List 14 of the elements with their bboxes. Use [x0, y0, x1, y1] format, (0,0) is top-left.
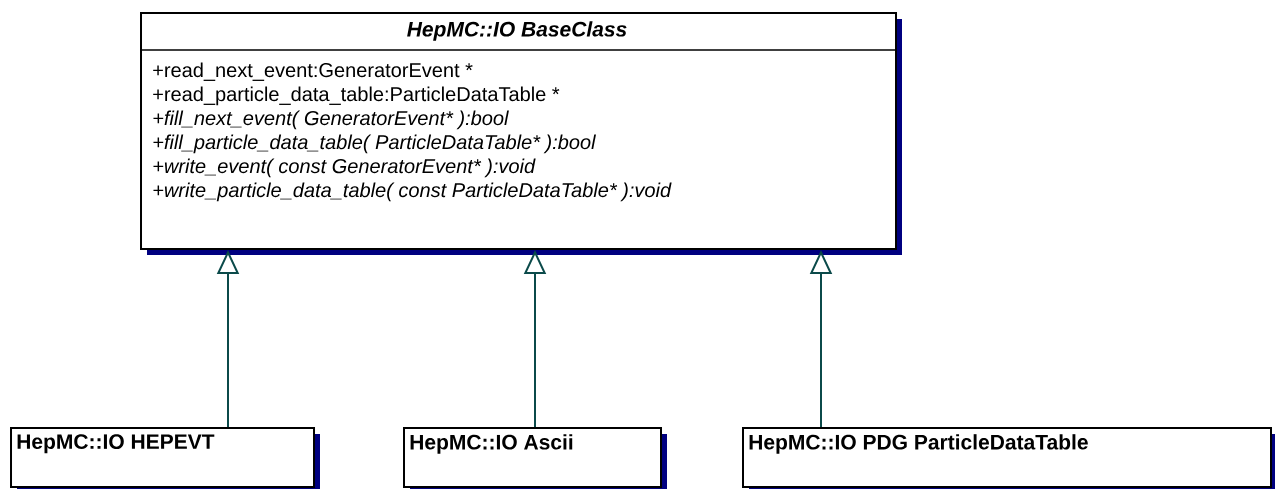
class-box: [403, 427, 667, 489]
method-text: +write_event( const GeneratorEvent* ):void: [153, 158, 536, 178]
class-name: HepMC::IO Ascii: [410, 434, 573, 454]
method-text: +fill_next_event( GeneratorEvent* ):bool: [153, 110, 509, 130]
class-name: HepMC::IO BaseClass: [407, 21, 627, 41]
attribute-text: +read_next_event:GeneratorEvent *: [153, 62, 473, 81]
class-name: HepMC::IO PDG ParticleDataTable: [749, 434, 1088, 454]
attribute-text: +read_particle_data_table:ParticleDataTable *: [153, 86, 560, 106]
class-box: [140, 12, 902, 255]
class-box: [10, 427, 320, 489]
class-box: [742, 427, 1275, 489]
class-name: HepMC::IO HEPEVT: [17, 434, 215, 454]
method-text: +write_particle_data_table( const ParticleDataTable* ):void: [153, 182, 672, 202]
method-text: +fill_particle_data_table( ParticleDataTable* ):bool: [153, 134, 596, 154]
